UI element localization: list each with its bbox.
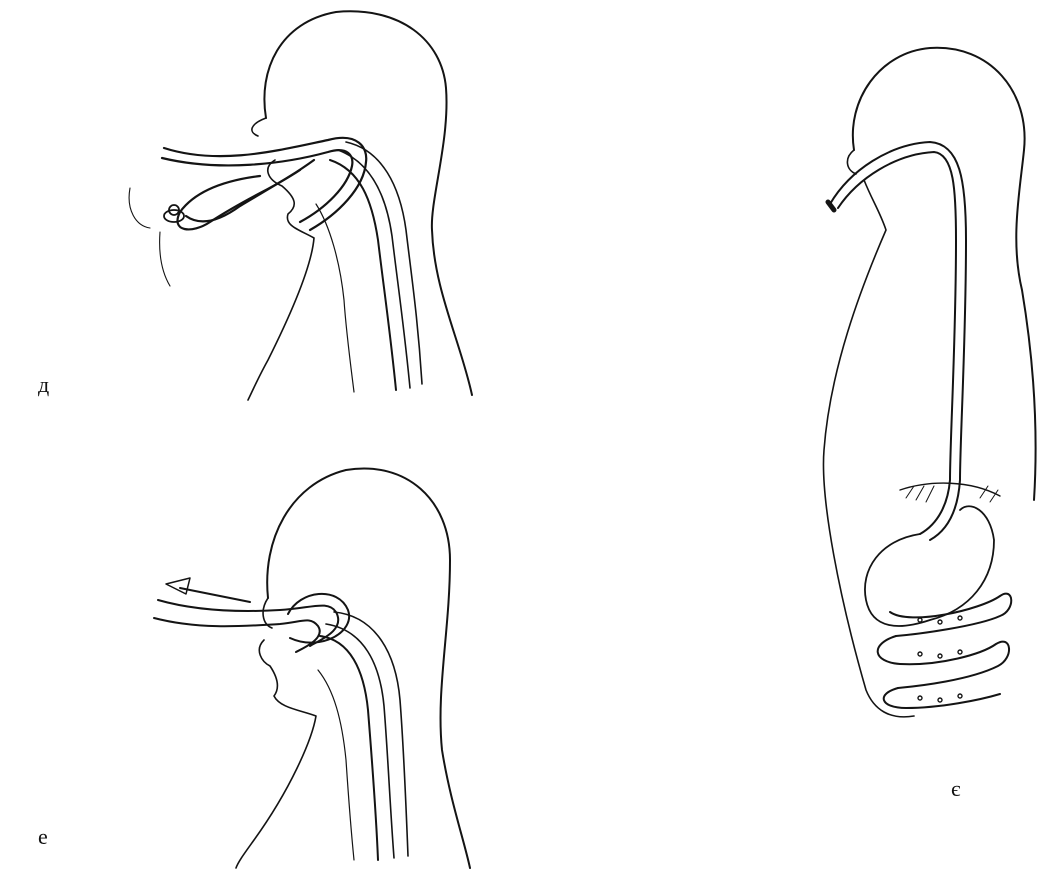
tube-inner-channel-2	[162, 150, 352, 222]
intestine-coil-1	[890, 594, 1011, 636]
panel-e	[150, 440, 510, 871]
tube-dot	[958, 650, 962, 654]
tube-outer	[830, 142, 966, 540]
intestine-coil-2	[878, 636, 1009, 688]
tube-dot	[918, 696, 922, 700]
throat-line	[316, 204, 354, 392]
panel-d-label: д	[38, 372, 49, 398]
tube-tip-knot	[164, 210, 184, 222]
head-outline	[264, 11, 472, 395]
esophagus-line-3	[346, 142, 422, 384]
head-outline	[853, 48, 1036, 500]
panel-ye	[810, 40, 1039, 740]
tube-dot	[938, 620, 942, 624]
panel-e-drawing	[150, 440, 510, 871]
throat-line	[318, 670, 354, 860]
panel-ye-label: є	[951, 776, 960, 802]
panel-ye-drawing	[810, 40, 1039, 740]
diaphragm-hatch	[906, 486, 998, 502]
tube-dot	[938, 654, 942, 658]
tube-lower-line	[154, 618, 320, 652]
face-profile	[823, 150, 914, 717]
tube-dot	[938, 698, 942, 702]
tube-inner-channel	[164, 138, 366, 230]
esophagus-line-2	[326, 624, 394, 858]
esophagus-line-1	[320, 636, 378, 860]
face-profile	[236, 598, 316, 868]
tube-inner	[838, 152, 956, 534]
tube-dot	[958, 694, 962, 698]
withdraw-arrow-head	[166, 578, 190, 594]
panel-d-drawing	[100, 0, 500, 405]
head-outline	[267, 468, 470, 868]
panel-e-label: е	[38, 824, 48, 850]
withdraw-arrow-shaft	[180, 588, 250, 602]
tube-dot	[958, 616, 962, 620]
tube-dot	[918, 618, 922, 622]
panel-d	[100, 0, 500, 405]
tube-end	[828, 202, 834, 210]
tube-dot	[918, 652, 922, 656]
intestine-coil-3	[884, 688, 1000, 708]
face-profile	[248, 118, 314, 400]
hand-sketch	[129, 188, 170, 286]
